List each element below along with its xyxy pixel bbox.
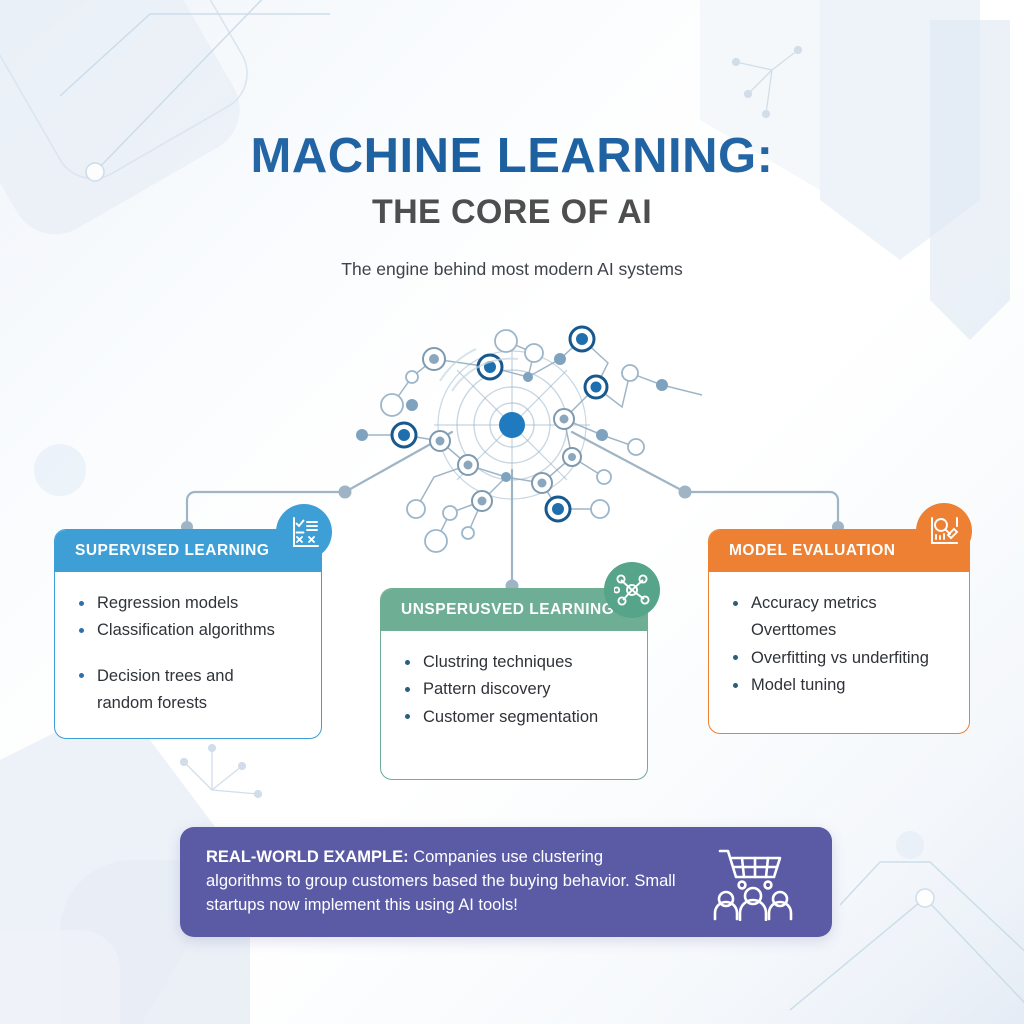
bullet-dot — [79, 673, 84, 679]
card-unsupervised-learning: UNSPERUSVED LEARNING Clustring technique… — [380, 588, 648, 780]
card-list-supervised: Regression models Classification algorit… — [77, 592, 305, 716]
bullet-dot — [79, 628, 84, 633]
card-list-unsupervised: Clustring techniques Pattern discovery C… — [403, 651, 631, 729]
banner-body: Companies use clustering algorithms to g… — [206, 848, 676, 914]
list-item-text: Regression models — [97, 594, 239, 612]
network-cluster-icon — [604, 562, 660, 618]
list-item-text: Overfitting vs underfiting — [751, 648, 929, 667]
bullet-dot — [733, 682, 738, 688]
list-item-text: random forests — [97, 694, 208, 713]
banner-icon-group — [713, 849, 793, 921]
list-item-text: Decision trees and — [97, 666, 234, 685]
page-header: MACHINE LEARNING: THE CORE OF AI The eng… — [0, 132, 1024, 280]
list-item-continuation: Overttomes — [731, 619, 953, 642]
bullet-dot — [405, 687, 410, 692]
bullet-dot — [79, 600, 84, 606]
list-item-text: Overttomes — [751, 621, 837, 640]
list-item-text: Model tuning — [751, 676, 846, 695]
list-item-continuation: random forests — [77, 692, 305, 715]
shopping-cart-icon — [718, 849, 782, 890]
list-item: Clustring techniques — [403, 651, 631, 674]
real-world-example-banner: REAL-WORLD EXAMPLE: Companies use cluste… — [180, 827, 832, 937]
list-item: Customer segmentation — [403, 706, 631, 729]
list-item: Decision trees and — [77, 665, 305, 688]
card-header-unsupervised: UNSPERUSVED LEARNING — [381, 589, 647, 631]
people-group-icon — [713, 886, 793, 921]
card-supervised-learning: SUPERVISED LEARNING Regression models Cl… — [54, 529, 322, 739]
page-title: MACHINE LEARNING: — [0, 132, 1024, 181]
page-tagline: The engine behind most modern AI systems — [341, 259, 683, 279]
banner-text: REAL-WORLD EXAMPLE: Companies use cluste… — [180, 846, 676, 918]
list-item: Pattern discovery — [403, 678, 631, 701]
list-item-text: Pattern discovery — [423, 680, 551, 699]
card-title-evaluation: MODEL EVALUATION — [729, 542, 896, 559]
page-subtitle: THE CORE OF AI — [371, 193, 653, 231]
bullet-dot — [733, 655, 738, 661]
card-list-evaluation: Accuracy metrics Overttomes Overfitting … — [731, 592, 953, 698]
bullet-dot — [733, 600, 738, 606]
bullet-dot — [405, 659, 410, 665]
card-body-evaluation: Accuracy metrics Overttomes Overfitting … — [709, 572, 969, 733]
card-body-unsupervised: Clustring techniques Pattern discovery C… — [381, 631, 647, 779]
checklist-grading-icon — [276, 504, 332, 560]
list-item-text: Clustring techniques — [423, 653, 573, 671]
list-item: Accuracy metrics — [731, 592, 953, 615]
card-model-evaluation: MODEL EVALUATION Accuracy metrics Overtt… — [708, 529, 970, 734]
bullet-dot — [405, 714, 410, 720]
magnifier-chart-icon — [916, 503, 972, 559]
card-body-supervised: Regression models Classification algorit… — [55, 572, 321, 738]
list-item: Overfitting vs underfiting — [731, 647, 953, 670]
banner-label: REAL-WORLD EXAMPLE: — [206, 848, 409, 867]
list-item-text: Accuracy metrics — [751, 594, 877, 612]
list-item-text: Classification algorithms — [97, 621, 275, 640]
list-item: Model tuning — [731, 674, 953, 697]
list-item: Regression models — [77, 592, 305, 615]
card-title-unsupervised: UNSPERUSVED LEARNING — [401, 601, 615, 618]
list-item-text: Customer segmentation — [423, 707, 599, 726]
list-item: Classification algorithms — [77, 619, 305, 642]
card-title-supervised: SUPERVISED LEARNING — [75, 542, 270, 559]
